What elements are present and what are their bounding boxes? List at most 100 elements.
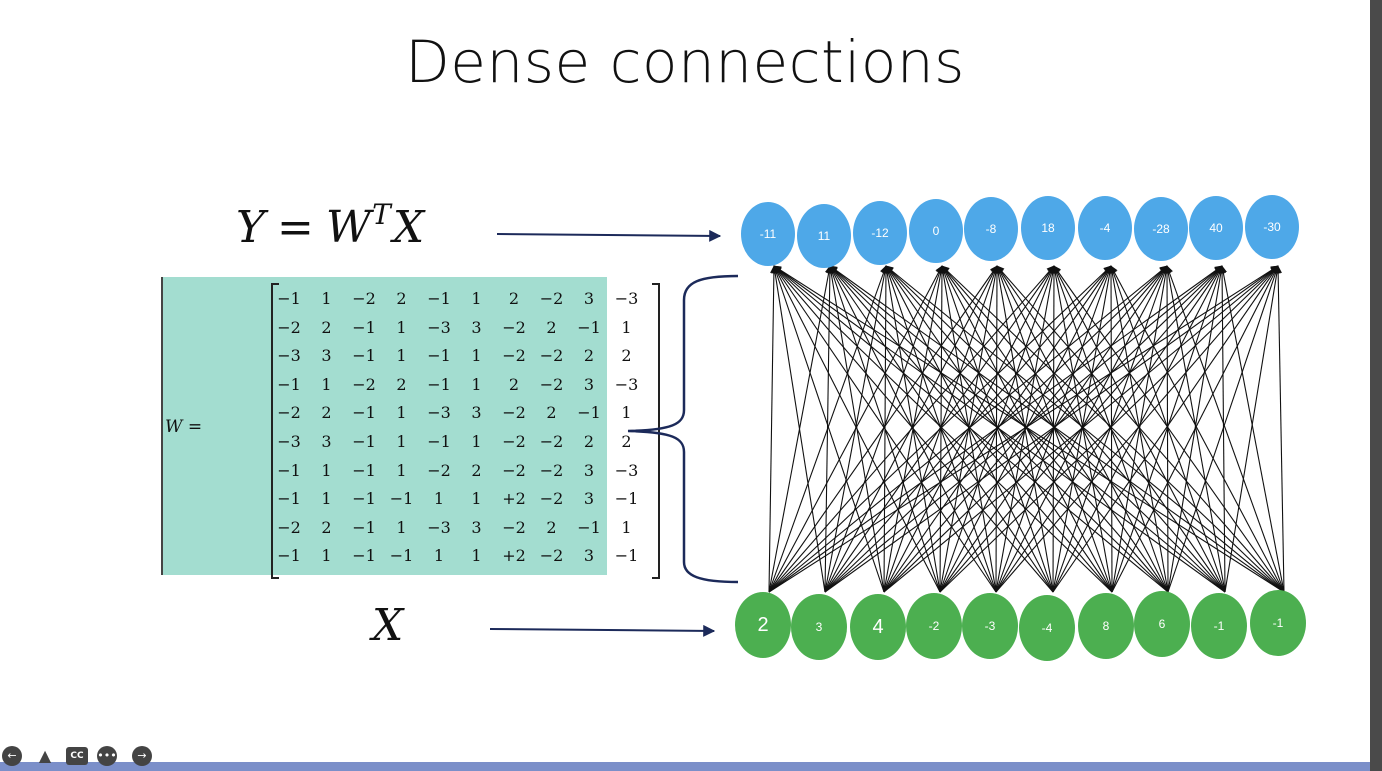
matrix-cell: −2: [502, 403, 526, 423]
matrix-cell: 1: [433, 489, 445, 509]
matrix-cell: 3: [583, 489, 595, 509]
matrix-label-eq: =: [187, 417, 203, 437]
matrix-cell: 1: [471, 489, 482, 509]
connection-edges: [768, 265, 1285, 593]
input-node: -1: [1191, 593, 1247, 659]
edge-9-4: [996, 265, 1285, 593]
output-node-value: -12: [871, 226, 889, 240]
more-icon[interactable]: •••: [97, 746, 117, 766]
matrix-cell: 1: [621, 403, 632, 423]
matrix-cell: 2: [621, 346, 632, 366]
matrix-cell: −2: [352, 289, 376, 308]
input-node-value: 6: [1159, 617, 1166, 631]
input-node-value: -1: [1214, 619, 1225, 633]
edge-8-9: [1224, 265, 1281, 593]
output-node: -12: [853, 201, 907, 265]
matrix-cell: −3: [427, 403, 451, 423]
edge-1-4: [824, 265, 998, 593]
matrix-cell: 2: [546, 403, 557, 423]
matrix-cell: 2: [583, 346, 595, 366]
output-node-circle: [964, 197, 1018, 261]
matrix-cell: −2: [539, 432, 564, 451]
edge-6-0: [773, 265, 1113, 593]
next-arrow-icon[interactable]: →: [132, 746, 152, 766]
prev-arrow-icon[interactable]: ←: [2, 746, 22, 766]
edge-5-8: [1052, 265, 1223, 593]
matrix-cell: 2: [508, 374, 520, 394]
matrix-cell: 2: [396, 374, 407, 394]
formula-x-input: X: [372, 600, 404, 651]
matrix-cell: 2: [321, 403, 332, 423]
matrix-cell: −2: [539, 546, 564, 566]
output-node: 0: [909, 199, 963, 263]
output-node-circle: [1134, 197, 1188, 261]
edge-8-5: [1053, 265, 1226, 593]
formula-w: W: [325, 202, 372, 253]
matrix-cell: 2: [396, 289, 407, 308]
edge-9-8: [1219, 265, 1285, 593]
matrix-label: W =: [165, 417, 202, 437]
matrix-cell: −3: [614, 460, 639, 480]
formula-equals: =: [277, 202, 314, 253]
matrix-cell: −2: [539, 289, 564, 308]
output-node-circle: [797, 204, 851, 268]
edge-0-0: [768, 265, 778, 593]
matrix-cell: 1: [321, 374, 332, 394]
input-node-circle: [906, 593, 962, 659]
matrix-cell: −1: [427, 374, 451, 394]
matrix-cell: 1: [321, 546, 332, 566]
matrix-cell: 3: [583, 546, 595, 566]
edge-9-3: [941, 265, 1285, 593]
matrix-cell: 1: [471, 432, 482, 451]
input-node-value: 8: [1103, 619, 1110, 633]
input-node: -1: [1250, 590, 1306, 656]
output-node-value: -4: [1100, 221, 1111, 235]
output-node-value: -11: [760, 227, 777, 241]
edge-1-2: [824, 265, 889, 593]
edge-1-8: [824, 265, 1223, 593]
matrix-cell: −3: [277, 346, 301, 366]
matrix-cell: −2: [427, 460, 451, 480]
output-node-circle: [1021, 196, 1075, 260]
matrix-cell: 1: [396, 403, 407, 423]
matrix-cell: −1: [614, 489, 639, 509]
matrix-cell: 3: [583, 460, 595, 480]
input-node-circle: [1078, 593, 1134, 659]
input-node-circle: [850, 594, 906, 660]
edge-5-5: [1050, 265, 1058, 593]
matrix-cell: 1: [621, 517, 632, 537]
matrix-cell: 3: [471, 317, 482, 337]
edge-9-9: [1274, 265, 1285, 593]
matrix-cell: −2: [277, 517, 301, 537]
edge-1-9: [824, 265, 1279, 593]
formula-y-equals-wt-x: Y=WTX: [236, 198, 424, 253]
matrix-cell: −2: [539, 460, 564, 480]
output-node: -4: [1078, 196, 1132, 260]
matrix-cell: 1: [471, 546, 482, 566]
matrix-cell: −1: [577, 317, 601, 337]
output-node-circle: [1189, 196, 1243, 260]
pointer-icon[interactable]: ▲: [38, 746, 52, 765]
matrix-cell: −1: [427, 289, 451, 308]
output-node: 40: [1189, 196, 1243, 260]
input-node: -3: [962, 593, 1018, 659]
output-node-value: -8: [986, 222, 997, 236]
edge-8-6: [1109, 265, 1226, 593]
edge-9-2: [885, 265, 1285, 593]
output-node: 11: [797, 204, 851, 268]
edge-5-1: [829, 265, 1054, 593]
progress-bar: [0, 762, 1370, 771]
matrix-cell: −1: [352, 517, 376, 537]
captions-icon[interactable]: CC: [66, 747, 88, 765]
input-node-circle: [735, 592, 791, 658]
output-node-value: 40: [1209, 221, 1223, 235]
input-node: 6: [1134, 591, 1190, 657]
matrix-cell: −1: [352, 460, 376, 480]
output-node-circle: [741, 202, 795, 266]
